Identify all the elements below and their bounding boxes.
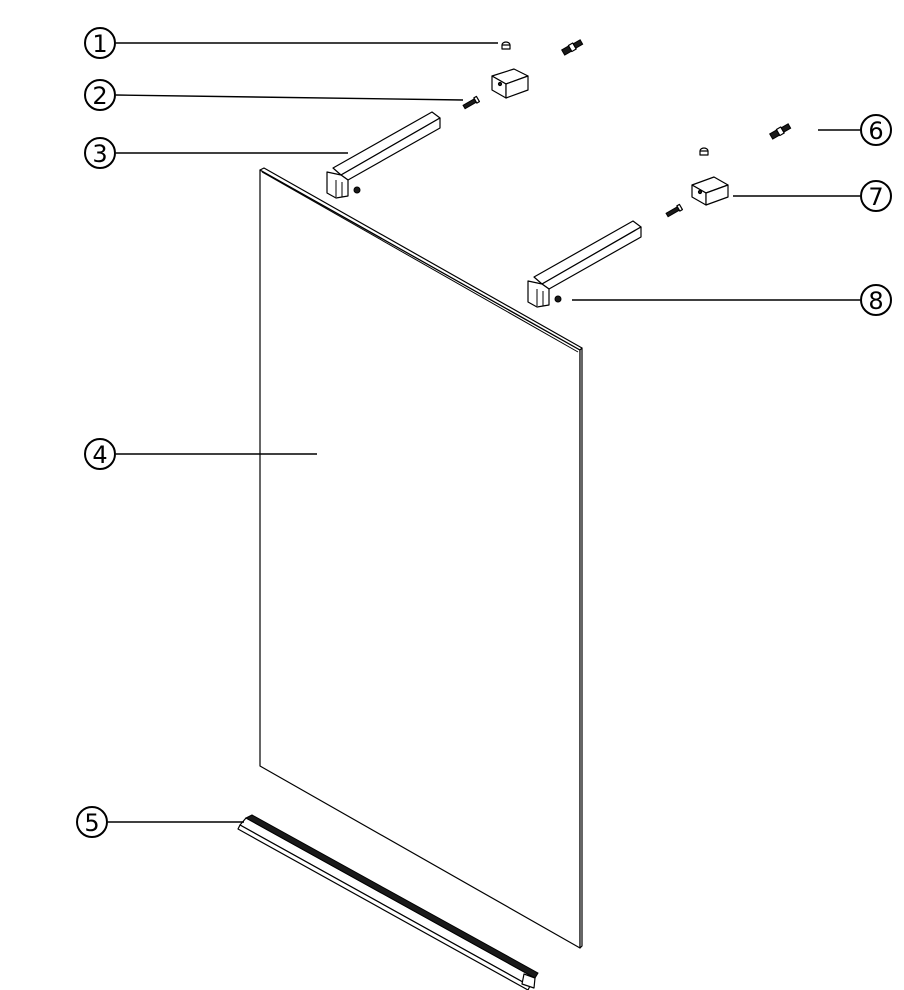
callout-7-label: 7 <box>868 183 883 211</box>
callout-3-label: 3 <box>92 140 107 168</box>
right-wall-arm <box>527 220 642 308</box>
callout-8-label: 8 <box>868 287 883 315</box>
callout-1-label: 1 <box>92 30 107 58</box>
callout-2: 2 <box>84 79 116 111</box>
left-wall-arm <box>326 111 441 199</box>
callout-5-label: 5 <box>84 809 99 837</box>
callout-5: 5 <box>76 806 108 838</box>
callout-3: 3 <box>84 137 116 169</box>
clamp-block-left <box>462 68 529 110</box>
callout-6: 6 <box>860 114 892 146</box>
callout-6-label: 6 <box>868 117 883 145</box>
callout-7: 7 <box>860 180 892 212</box>
bottom-profile <box>237 814 539 990</box>
cap-and-bolt-right <box>699 123 792 156</box>
callout-4-label: 4 <box>92 441 107 469</box>
glass-panel <box>259 167 583 949</box>
callout-8: 8 <box>860 284 892 316</box>
clamp-block-right <box>665 176 729 218</box>
callout-1: 1 <box>84 27 116 59</box>
callout-2-label: 2 <box>92 82 107 110</box>
callout-4: 4 <box>84 438 116 470</box>
leader-2 <box>115 94 464 101</box>
cap-and-bolt-left <box>501 39 584 56</box>
